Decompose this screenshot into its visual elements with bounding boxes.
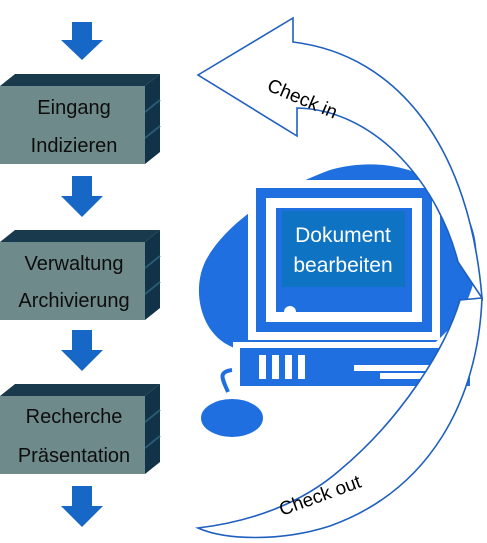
process-box-verwaltung: Verwaltung Archivierung — [0, 230, 161, 320]
process-step-label: Präsentation — [18, 445, 130, 467]
down-arrow-1 — [61, 22, 103, 60]
screen-label: bearbeiten — [293, 254, 392, 277]
computer-icon: Dokument bearbeiten — [198, 164, 477, 439]
process-step-label: Eingang — [37, 97, 110, 119]
process-box-eingang: Eingang Indizieren — [0, 74, 161, 164]
process-step-label: Verwaltung — [25, 253, 124, 275]
screen-panel: Dokument bearbeiten — [282, 211, 405, 287]
down-arrow-4 — [61, 486, 103, 527]
down-arrow-3 — [61, 330, 103, 371]
screen-label: Dokument — [295, 224, 391, 247]
down-arrow-2 — [61, 176, 103, 217]
process-box-recherche: Recherche Präsentation — [0, 384, 161, 474]
check-cycle-arrow: Check in Check out — [195, 16, 484, 539]
process-step-label: Recherche — [26, 406, 123, 428]
process-step-label: Archivierung — [18, 290, 129, 312]
process-step-label: Indizieren — [31, 135, 118, 157]
